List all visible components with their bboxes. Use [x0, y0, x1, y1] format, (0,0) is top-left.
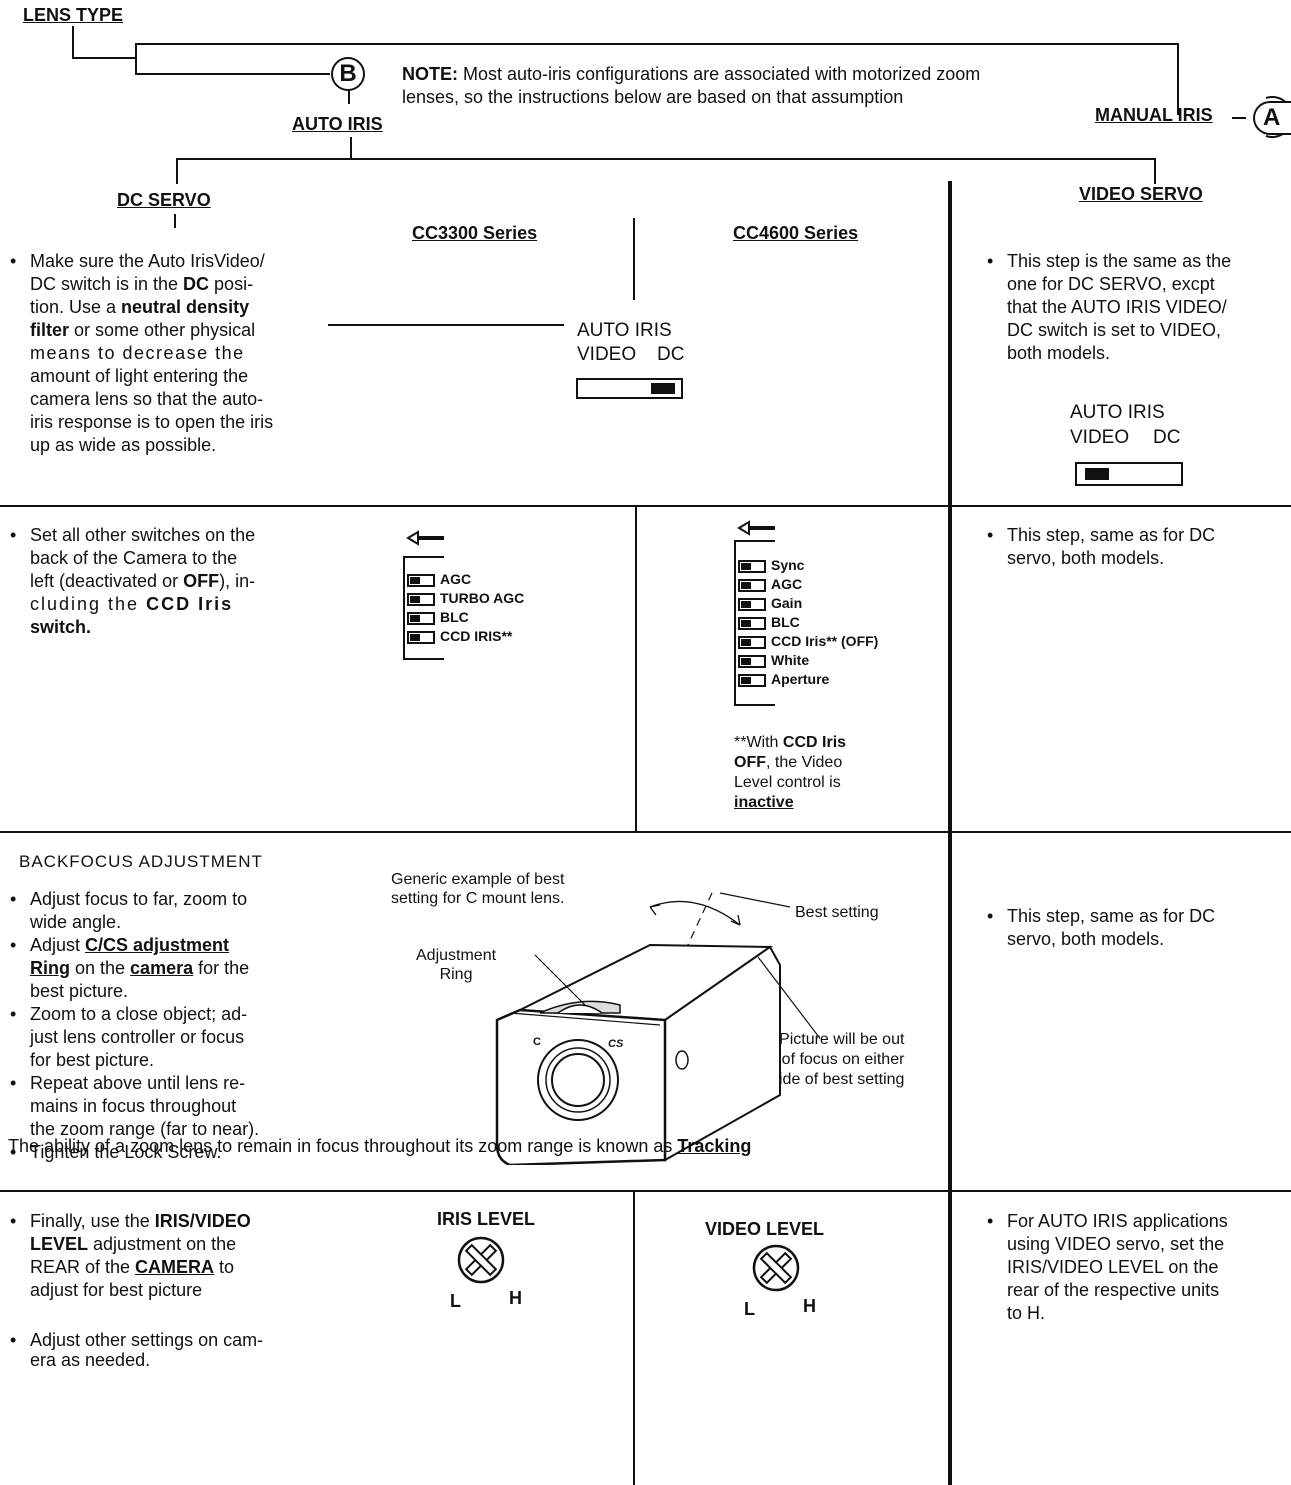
camera-cs-label: CS — [608, 1038, 624, 1050]
lens-type-heading: LENS TYPE — [23, 5, 124, 25]
tree-line — [72, 57, 136, 59]
auto-iris-switch-title: AUTO IRIS — [577, 320, 672, 341]
dip-switch[interactable]: White — [738, 651, 878, 670]
video-level-knob-icon[interactable] — [751, 1243, 801, 1293]
switch-knob — [1085, 468, 1109, 480]
iris-level-low: L — [450, 1291, 461, 1311]
iris-switch-dc[interactable] — [576, 378, 683, 399]
column-divider — [948, 181, 952, 1485]
tree-line — [72, 26, 74, 59]
video-level-high: H — [803, 1296, 816, 1316]
dip-switch[interactable]: AGC — [407, 570, 524, 589]
tree-line — [1232, 117, 1246, 119]
tree-line — [135, 43, 137, 75]
tree-line — [176, 158, 1156, 160]
row-separator — [0, 1190, 1291, 1192]
row4-instructions: Finally, use the IRIS/VIDEO LEVEL adjust… — [8, 1210, 308, 1302]
dip-switch[interactable]: TURBO AGC — [407, 589, 524, 608]
label-b-circle: B — [331, 57, 365, 91]
camera-illustration: C CS — [495, 892, 820, 1165]
dip-switch[interactable]: Aperture — [738, 670, 878, 689]
tracking-sentence: The ability of a zoom lens to remain in … — [8, 1136, 752, 1156]
dip-switch[interactable]: CCD Iris** (OFF) — [738, 632, 878, 651]
dip-switch[interactable]: CCD IRIS** — [407, 627, 524, 646]
cc4600-switch-list: Sync AGC Gain BLC CCD Iris** (OFF) White… — [738, 556, 878, 689]
video-level-label: VIDEO LEVEL — [705, 1219, 825, 1239]
label-a-circle — [1265, 96, 1291, 138]
left-arrow-icon — [406, 530, 444, 546]
row2-instructions: Set all other switches on the back of th… — [8, 524, 308, 639]
cc3300-switch-list: AGC TURBO AGC BLC CCD IRIS** — [407, 570, 524, 646]
label-a: A — [1263, 104, 1281, 131]
row1-instructions: Make sure the Auto IrisVideo/ DC switch … — [8, 250, 318, 457]
iris-switch-video[interactable] — [1075, 462, 1183, 486]
iris-level-label: IRIS LEVEL — [437, 1209, 536, 1229]
tree-line — [348, 90, 350, 104]
tree-line — [1177, 43, 1179, 115]
auto-iris-heading: AUTO IRIS — [292, 114, 383, 134]
iris-level-knob-icon[interactable] — [456, 1235, 506, 1285]
tree-line — [633, 218, 635, 300]
cc3300-heading: CC3300 Series — [412, 223, 538, 243]
cc4600-heading: CC4600 Series — [733, 223, 859, 243]
dip-switch[interactable]: BLC — [738, 613, 878, 632]
column-divider — [635, 505, 637, 832]
switch-knob — [651, 383, 675, 394]
note-line-1: NOTE: Most auto-iris configurations are … — [402, 64, 981, 84]
video-servo-heading: VIDEO SERVO — [1079, 184, 1203, 204]
switch-dc-label: DC — [657, 344, 685, 365]
dip-switch[interactable]: AGC — [738, 575, 878, 594]
dip-switch[interactable]: Sync — [738, 556, 878, 575]
column-divider — [633, 1190, 635, 1485]
tree-line — [350, 137, 352, 159]
right-switch-title: AUTO IRIS — [1070, 402, 1165, 423]
tree-line — [1154, 158, 1156, 184]
tree-line — [135, 43, 1178, 45]
video-level-low: L — [744, 1299, 755, 1319]
row4-video-servo-text: For AUTO IRIS applications using VIDEO s… — [985, 1210, 1285, 1325]
dip-switch[interactable]: Gain — [738, 594, 878, 613]
left-arrow-icon — [737, 520, 775, 536]
right-switch-video-label: VIDEO — [1070, 427, 1130, 448]
note-line-2: lenses, so the instructions below are ba… — [402, 87, 904, 107]
tree-line — [135, 73, 330, 75]
backfocus-heading: BACKFOCUS ADJUSTMENT — [19, 852, 263, 871]
pointer-line — [328, 324, 564, 326]
best-setting-label: Best setting — [795, 904, 879, 921]
cc3300-switch-bank — [403, 556, 444, 660]
manual-iris-heading: MANUAL IRIS — [1095, 105, 1213, 125]
row4-instructions-2: Adjust other settings on cam-era as need… — [8, 1330, 308, 1370]
right-switch-dc-label: DC — [1153, 427, 1181, 448]
ccd-iris-note: **With CCD Iris OFF, the Video Level con… — [734, 734, 847, 811]
dc-servo-heading: DC SERVO — [117, 190, 211, 210]
switch-video-label: VIDEO — [577, 344, 637, 365]
tree-line — [176, 158, 178, 184]
tree-line — [174, 214, 176, 228]
row-separator — [0, 505, 1291, 507]
row-separator — [0, 831, 1291, 833]
dip-switch[interactable]: BLC — [407, 608, 524, 627]
row1-video-servo-text: This step is the same as the one for DC … — [985, 250, 1285, 365]
iris-level-high: H — [509, 1288, 522, 1308]
camera-c-label: C — [533, 1036, 541, 1048]
cc4600-switch-bank — [734, 540, 775, 706]
label-a-frame — [1253, 101, 1291, 135]
